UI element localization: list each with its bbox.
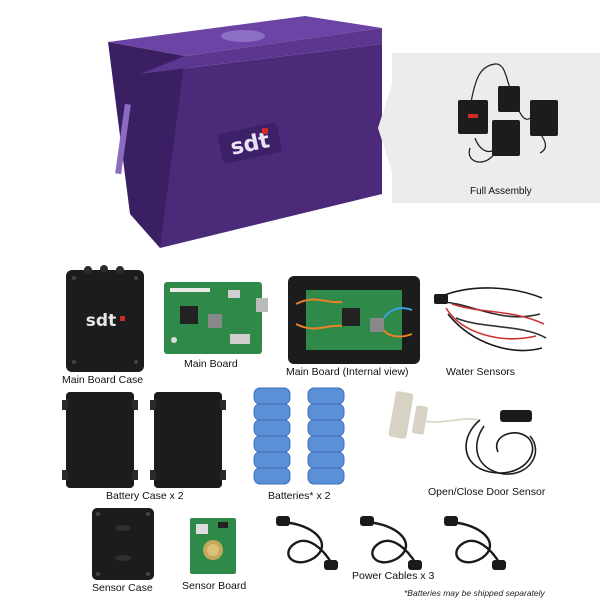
main-board-case-label: Main Board Case <box>62 374 144 386</box>
power-cable-image-3 <box>444 516 506 570</box>
door-sensor-label: Open/Close Door Sensor <box>428 486 546 498</box>
sensor-board-label: Sensor Board <box>182 580 247 592</box>
main-board-internal-label: Main Board (Internal view) <box>286 366 409 378</box>
power-cable-image-2 <box>360 516 422 570</box>
batteries-footnote: *Batteries may be shipped separately <box>404 588 545 598</box>
box-top-print <box>221 30 265 42</box>
power-cable-image-1 <box>276 516 338 570</box>
battery-case-image-1 <box>62 392 138 488</box>
water-sensors-image <box>434 287 547 352</box>
door-sensor-image <box>388 391 537 475</box>
main-board-label: Main Board <box>184 358 238 370</box>
assembly-sensor-case <box>498 86 520 112</box>
box-left-side <box>108 42 185 248</box>
sensor-board-image <box>190 518 236 574</box>
battery-case-image-2 <box>150 392 226 488</box>
product-box-image: sdt <box>108 16 382 248</box>
full-assembly-image <box>458 63 558 163</box>
svg-text:sdt: sdt <box>86 311 116 331</box>
sensor-case-label: Sensor Case <box>92 582 153 594</box>
callout-pointer <box>378 53 402 203</box>
main-board-case-image: sdt <box>66 265 144 372</box>
assembly-battery-case-2 <box>492 120 520 156</box>
battery-pack-image-2 <box>307 387 345 485</box>
battery-case-label: Battery Case x 2 <box>106 490 184 502</box>
power-cables-label: Power Cables x 3 <box>352 570 435 582</box>
main-board-internal-image <box>288 276 420 364</box>
sensor-case-image <box>92 508 154 580</box>
water-sensors-label: Water Sensors <box>446 366 516 378</box>
box-lid-edge <box>140 28 382 74</box>
full-assembly-label: Full Assembly <box>470 186 532 197</box>
batteries-label: Batteries* x 2 <box>268 490 331 502</box>
assembly-battery-case-1 <box>530 100 558 136</box>
main-board-image <box>164 282 268 354</box>
box-logo-accent <box>262 128 268 134</box>
box-side-print <box>115 103 131 175</box>
battery-pack-image-1 <box>253 387 291 485</box>
